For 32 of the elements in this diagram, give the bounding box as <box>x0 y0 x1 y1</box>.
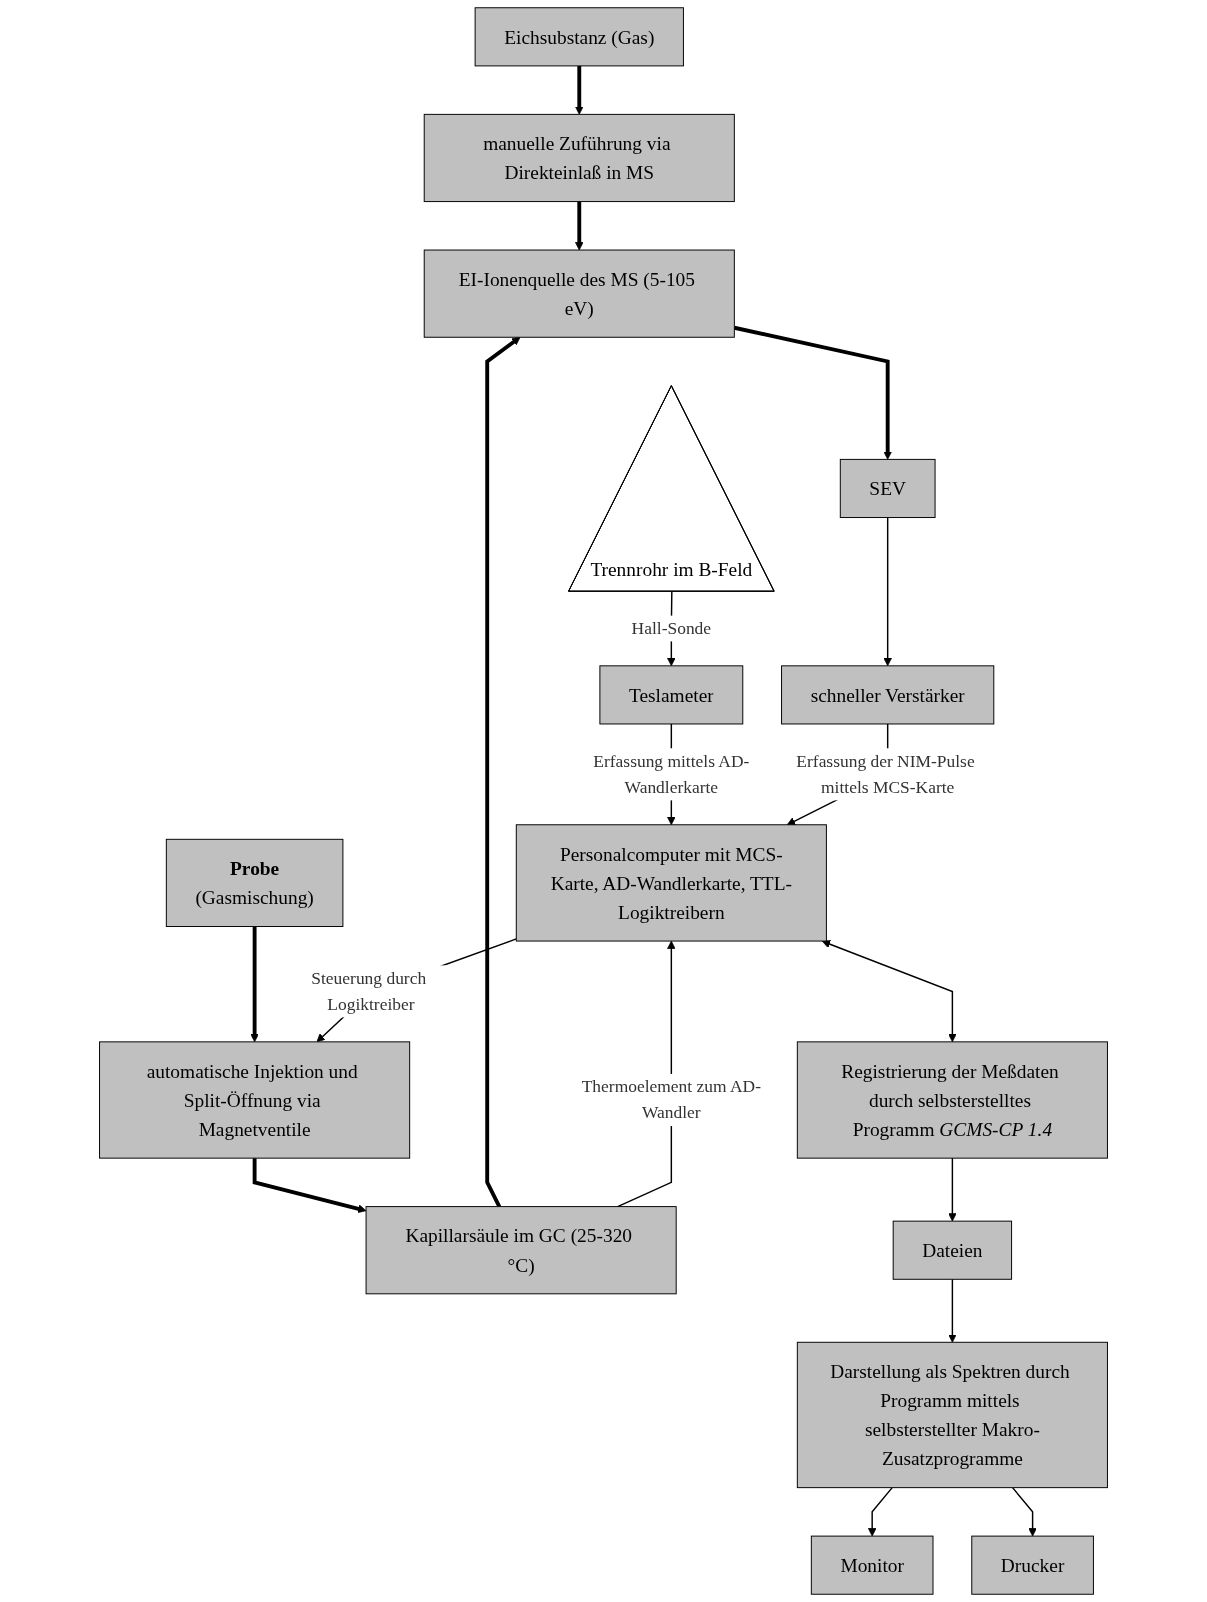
edge-label: Steuerung durch Logiktreiber <box>311 968 427 1014</box>
edge-label: Thermoelement zum AD-Wandler <box>581 1076 761 1123</box>
arrow <box>883 516 892 667</box>
edge-label: Erfassung der NIM-Pulse mittels MCS-Karte <box>796 751 975 797</box>
arrow <box>733 325 892 460</box>
arrow <box>252 1158 367 1213</box>
node-box: Teslameter <box>599 665 744 725</box>
arrow <box>948 1157 957 1222</box>
node-box: Probe (Gasmischung) <box>165 838 344 927</box>
arrow <box>821 940 957 1043</box>
node-box: Kapillarsäule im GC (25-320 °C) <box>365 1206 677 1295</box>
node-box: schneller Verstärker <box>781 665 995 725</box>
node-box: Drucker <box>971 1535 1094 1595</box>
node-box: Personalcomputer mit MCS-Karte, AD-Wandlerkarte, TTL-Logiktreibern <box>515 824 827 942</box>
node-box: Registrierung der Meßdaten durch selbsterstelltes Programm GCMS-CP 1.4 <box>796 1041 1108 1159</box>
node-box: Darstellung als Spektren durch Programm mittels selbsterstellter Makro-Zusatzprogramme <box>796 1341 1108 1489</box>
edge-label: Erfassung mittels AD-Wandlerkarte <box>593 751 750 797</box>
node-box: SEV <box>839 458 936 518</box>
arrow <box>948 1278 957 1343</box>
node-box: manuelle Zuführung via Direkteinlaß in MS <box>423 113 735 203</box>
node-box: Monitor <box>810 1535 934 1595</box>
node-box: automatische Injektion und Split-Öffnung via Magnetventile <box>99 1041 411 1159</box>
node-box: EI-Ionenquelle des MS (5-105 eV) <box>423 249 735 338</box>
edge-label: Hall-Sonde <box>631 618 712 638</box>
arrow <box>485 336 521 1208</box>
arrow <box>250 926 259 1043</box>
arrow <box>575 201 584 251</box>
node-box: Eichsubstanz (Gas) <box>474 7 684 67</box>
arrow <box>1011 1486 1037 1537</box>
node-box: Dateien <box>892 1220 1013 1280</box>
arrow <box>575 65 584 115</box>
arrow <box>867 1486 893 1537</box>
